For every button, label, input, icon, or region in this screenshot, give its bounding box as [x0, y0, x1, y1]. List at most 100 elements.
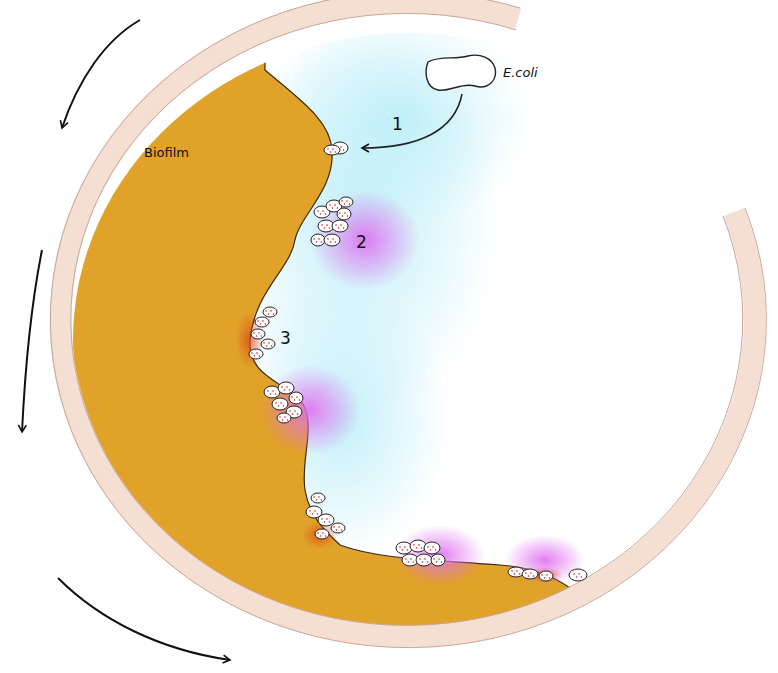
signal-dot	[296, 396, 298, 398]
signal-dot	[299, 399, 301, 401]
signal-dot	[254, 355, 256, 357]
signal-dot	[399, 546, 401, 548]
signal-dot	[284, 416, 286, 418]
bacterium-cell	[424, 542, 440, 554]
signal-dot	[327, 148, 329, 150]
signal-dot	[312, 513, 314, 515]
signal-dot	[286, 386, 288, 388]
bacterium-cell	[410, 540, 426, 552]
species-label: E.coli	[503, 66, 538, 79]
signal-dot	[266, 345, 268, 347]
signal-dot	[263, 342, 265, 344]
signal-dot	[289, 389, 291, 391]
signal-dot	[327, 238, 329, 240]
bacterium-cell	[249, 349, 263, 359]
signal-dot	[329, 227, 331, 229]
signal-dot	[256, 335, 258, 337]
bacterium-cell	[272, 398, 288, 410]
signal-dot	[332, 238, 334, 240]
signal-dot	[313, 496, 315, 498]
signal-dot	[317, 210, 319, 212]
signal-dot	[330, 241, 332, 243]
bacterium-cell	[324, 145, 340, 155]
signal-dot	[291, 396, 293, 398]
bacterium-cell	[261, 339, 275, 349]
signal-dot	[413, 544, 415, 546]
signal-dot	[546, 574, 548, 576]
signal-dot	[265, 310, 267, 312]
signal-dot	[321, 518, 323, 520]
attachment-arrow	[362, 94, 462, 148]
signal-dot	[332, 207, 334, 209]
bacterium-cell	[396, 542, 412, 554]
bacterium-cell	[522, 569, 538, 579]
signal-dot	[578, 573, 580, 575]
signal-dot	[279, 416, 281, 418]
signal-dot	[343, 149, 345, 151]
signal-dot	[416, 547, 418, 549]
signal-dot	[419, 558, 421, 560]
signal-dot	[297, 413, 299, 415]
bacterium-cell	[332, 220, 348, 232]
signal-dot	[576, 576, 578, 578]
signal-dot	[256, 352, 258, 354]
signal-dot	[421, 547, 423, 549]
bacterium-cell	[508, 567, 524, 577]
bacterium-cell	[311, 493, 325, 503]
signal-dot	[294, 410, 296, 412]
signal-dot	[533, 575, 535, 577]
signal-dot	[573, 573, 575, 575]
signal-dot	[332, 148, 334, 150]
signal-dot	[342, 215, 344, 217]
signal-dot	[321, 499, 323, 501]
red-dispersal	[236, 312, 563, 583]
bacterium-cell	[289, 392, 303, 404]
bacterium-cell	[339, 197, 353, 207]
signal-dot	[410, 558, 412, 560]
signal-dot	[325, 535, 327, 537]
signal-dot	[343, 227, 345, 229]
signal-dot	[581, 576, 583, 578]
bacterium-cell	[251, 329, 265, 339]
signal-dot	[427, 546, 429, 548]
ecoli-cell	[426, 55, 495, 90]
callout-number: 2	[356, 234, 367, 251]
signal-dot	[268, 342, 270, 344]
signal-dot	[317, 532, 319, 534]
signal-dot	[324, 227, 326, 229]
signal-dot	[432, 546, 434, 548]
signal-dot	[272, 390, 274, 392]
signal-dot	[292, 413, 294, 415]
signal-dot	[283, 405, 285, 407]
signal-dot	[424, 558, 426, 560]
bacterium-cell	[324, 234, 340, 246]
signal-dot	[438, 558, 440, 560]
callout-number: 3	[280, 330, 291, 347]
signal-dot	[322, 532, 324, 534]
signal-dot	[259, 355, 261, 357]
signal-dot	[514, 573, 516, 575]
signal-dot	[258, 332, 260, 334]
signal-dot	[413, 561, 415, 563]
signal-dot	[289, 410, 291, 412]
signal-dot	[436, 561, 438, 563]
signal-dot	[340, 146, 342, 148]
bacterium-cell	[263, 307, 277, 317]
signal-dot	[329, 204, 331, 206]
signal-glow	[260, 190, 585, 585]
signal-dot	[340, 224, 342, 226]
signal-dot	[320, 213, 322, 215]
signal-dot	[422, 561, 424, 563]
signal-dot	[338, 227, 340, 229]
signal-dot	[335, 224, 337, 226]
signal-dot	[321, 224, 323, 226]
signal-dot	[519, 573, 521, 575]
signal-dot	[335, 241, 337, 243]
bacterium-cell	[315, 529, 329, 539]
signal-dot	[309, 510, 311, 512]
region-label: Biofilm	[144, 146, 189, 159]
signal-dot	[549, 577, 551, 579]
signal-dot	[516, 570, 518, 572]
signal-dot	[271, 345, 273, 347]
signal-dot	[330, 151, 332, 153]
